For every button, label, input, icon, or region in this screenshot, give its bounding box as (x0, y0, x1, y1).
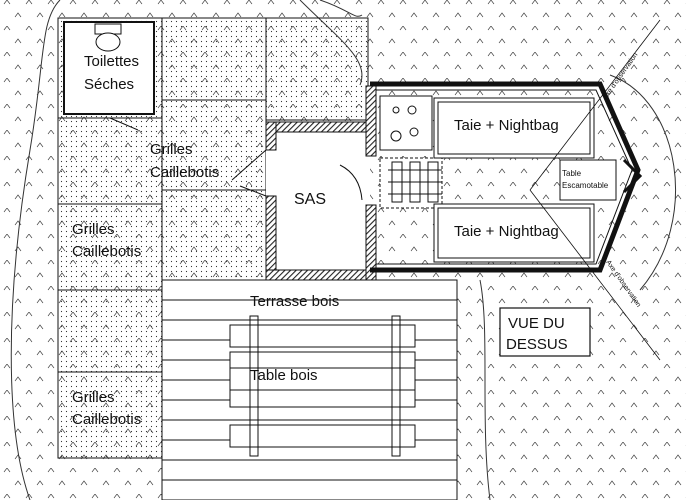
sas-walls (265, 85, 377, 281)
bed-bottom (433, 203, 595, 263)
wood-table (229, 315, 416, 457)
folding-table (559, 159, 617, 201)
grilles-label: Grilles (150, 141, 193, 158)
grilles-label: Grilles (72, 389, 115, 406)
burner-icon (390, 130, 402, 142)
grilles-column (57, 117, 163, 459)
terrace-label: Terrasse bois (250, 293, 339, 310)
view-label: VUE DU (508, 315, 565, 332)
sas-door (231, 149, 267, 181)
bed-label: Taie + Nightbag (454, 223, 559, 240)
observation-arc (609, 74, 677, 291)
grilles-top-right (265, 17, 369, 121)
bed-label: Taie + Nightbag (454, 117, 559, 134)
observation-axis-top (529, 19, 661, 191)
view-label: DESSUS (506, 336, 568, 353)
grilles-label: Caillebotis (150, 164, 219, 181)
sas-door-swing (339, 164, 363, 201)
toilet-bowl-icon (95, 32, 121, 52)
view-label-box (499, 307, 591, 357)
sas-label: SAS (294, 191, 326, 208)
ground-boundary-east (479, 279, 491, 500)
observation-axis-bottom (529, 189, 661, 361)
table-label: Escamotable (562, 181, 609, 190)
grilles-label: Grilles (72, 221, 115, 238)
entry-steps (379, 157, 443, 209)
wood-table-label: Table bois (250, 367, 318, 384)
toilet-label: Toilettes (84, 53, 139, 70)
sleeping-pod (370, 81, 643, 273)
toilet-label: Séches (84, 76, 134, 93)
observation-window (622, 158, 643, 194)
table-label: Table (562, 169, 582, 178)
bed-top (433, 97, 595, 159)
toilet-door (109, 117, 139, 131)
burner-icon (407, 105, 417, 115)
kitchenette (379, 95, 433, 151)
sas-door (239, 185, 267, 197)
grilles-label: Caillebotis (72, 411, 141, 428)
grilles-upper (161, 17, 267, 281)
grilles-label: Caillebotis (72, 243, 141, 260)
burner-icon (392, 106, 400, 114)
burner-icon (409, 127, 419, 137)
sas-room (266, 128, 370, 280)
